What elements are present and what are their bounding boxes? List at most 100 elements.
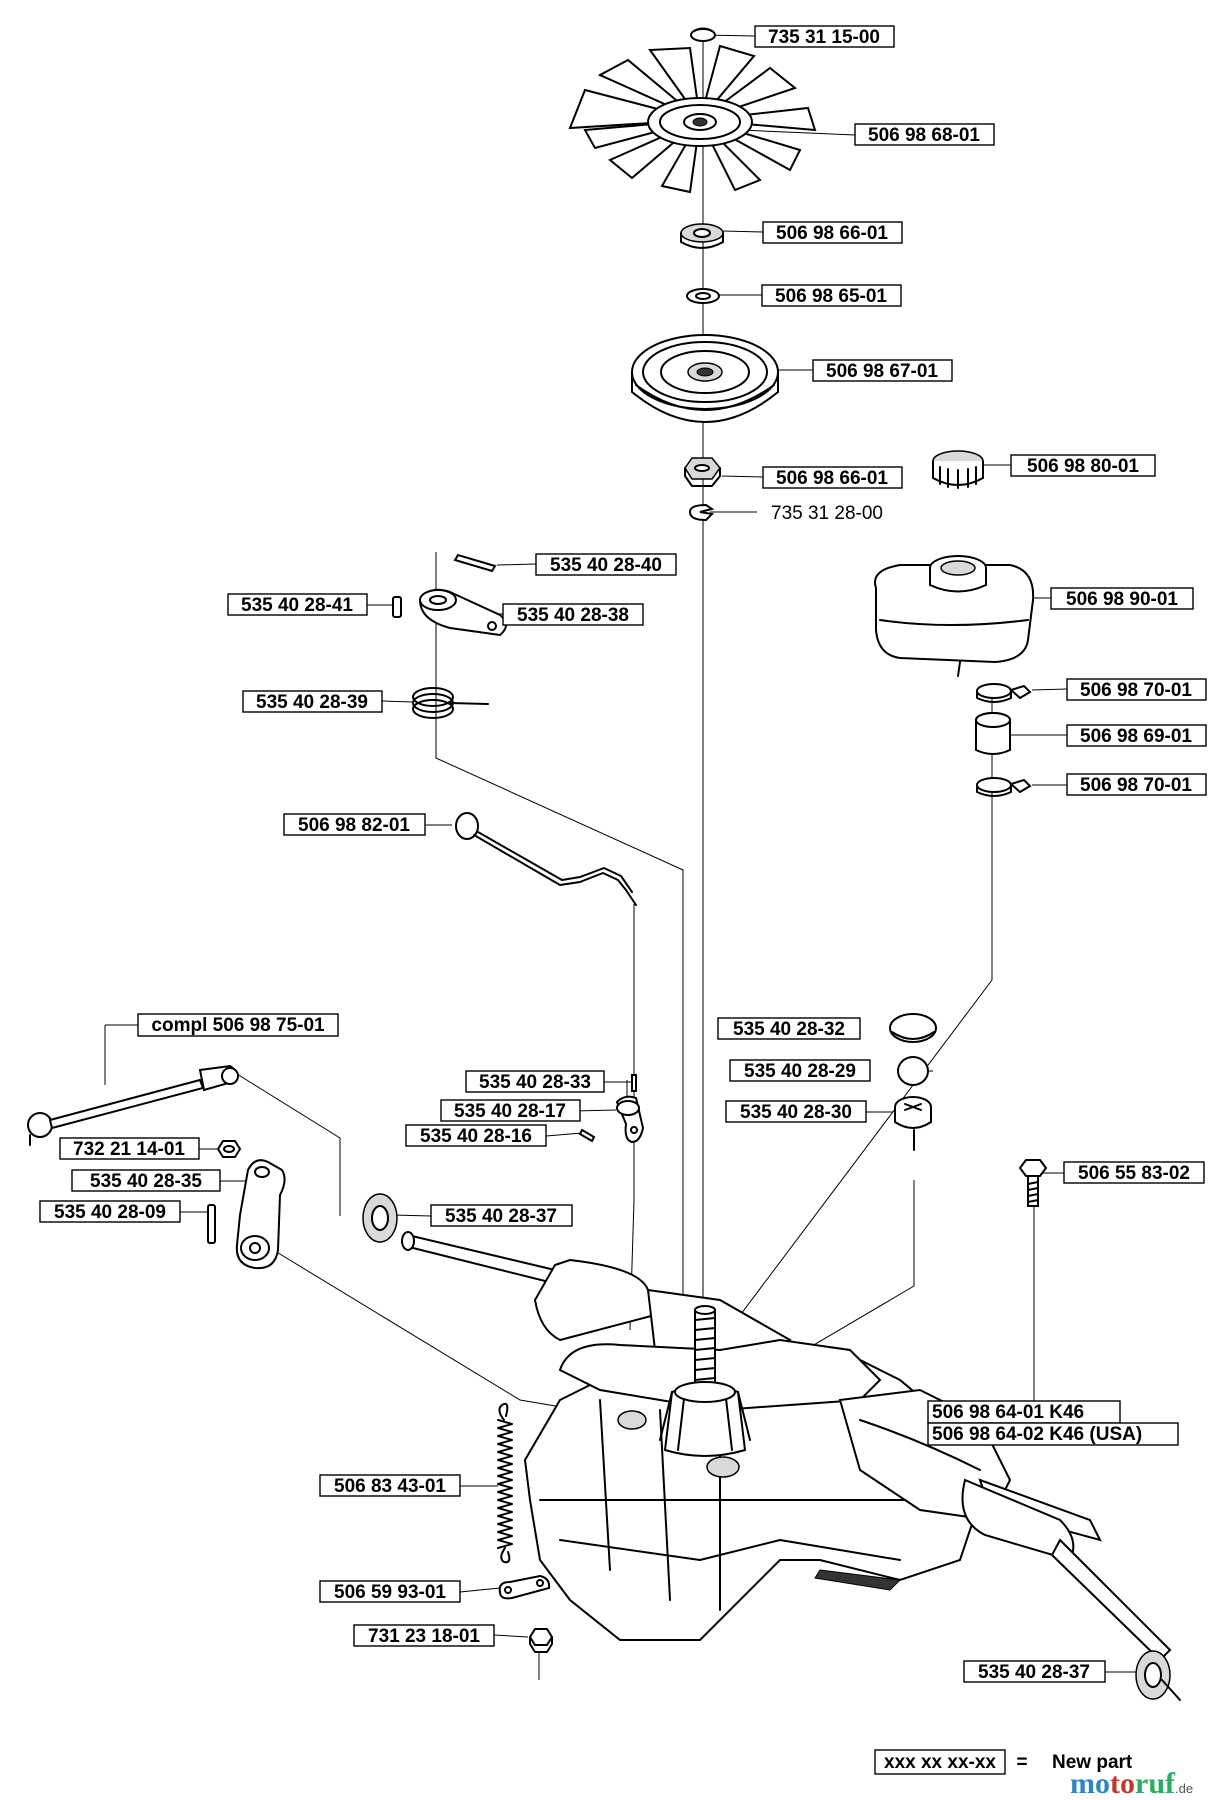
svg-text:506 98 67-01: 506 98 67-01 <box>826 361 938 382</box>
label-506-98-64-02-k46-usa: 506 98 64-02 K46 (USA) <box>927 1422 1179 1446</box>
legend-equals: = <box>1016 1752 1027 1773</box>
label-506-83-43-01: 506 83 43-01 <box>319 1474 461 1497</box>
bypass-arm <box>615 1095 645 1144</box>
label-506-59-93-01: 506 59 93-01 <box>319 1580 461 1603</box>
label-732-21-14-01: 732 21 14-01 <box>59 1137 200 1160</box>
hub-bushing-upper <box>680 223 724 249</box>
label-535-40-28-30: 535 40 28-30 <box>725 1100 867 1123</box>
label-506-98-66-01-upper: 506 98 66-01 <box>762 221 903 244</box>
lock-nut <box>216 1140 242 1158</box>
control-lever-arm <box>418 588 507 637</box>
retaining-clip <box>688 503 715 522</box>
label-535-40-28-41: 535 40 28-41 <box>227 593 368 616</box>
label-506-98-68-01: 506 98 68-01 <box>854 123 995 146</box>
svg-text:506 98 66-01: 506 98 66-01 <box>776 468 888 489</box>
svg-text:535 40 28-35: 535 40 28-35 <box>90 1171 202 1192</box>
svg-text:compl 506 98 75-01: compl 506 98 75-01 <box>151 1015 325 1036</box>
pin-long <box>453 553 497 573</box>
svg-text:535 40 28-39: 535 40 28-39 <box>256 692 368 713</box>
hydrostatic-transaxle <box>401 1231 1172 1662</box>
svg-text:535 40 28-38: 535 40 28-38 <box>517 605 629 626</box>
label-535-40-28-37-right: 535 40 28-37 <box>963 1660 1106 1683</box>
label-735-31-28-00: 735 31 28-00 <box>771 503 883 524</box>
label-compl-506-98-75-01: compl 506 98 75-01 <box>137 1013 339 1037</box>
label-506-98-82-01: 506 98 82-01 <box>283 813 426 836</box>
legend-text: New part <box>1052 1752 1133 1773</box>
legend: xxx xx xx-xx = New part <box>874 1749 1133 1775</box>
svg-text:506 83 43-01: 506 83 43-01 <box>334 1476 446 1497</box>
torsion-spring <box>412 687 489 719</box>
svg-text:506 98 70-01: 506 98 70-01 <box>1080 775 1192 796</box>
label-506-98-67-01: 506 98 67-01 <box>812 359 953 382</box>
control-rod <box>455 812 637 906</box>
pin-vertical <box>631 1074 637 1092</box>
cooling-fan <box>568 44 817 194</box>
svg-text:535 40 28-33: 535 40 28-33 <box>479 1072 591 1093</box>
label-506-98-69-01: 506 98 69-01 <box>1066 724 1207 747</box>
svg-text:506 98 69-01: 506 98 69-01 <box>1080 726 1192 747</box>
svg-text:535 40 28-29: 535 40 28-29 <box>744 1061 856 1082</box>
part-illustrations <box>27 27 1181 1701</box>
linkage-rod-assembly <box>27 1064 239 1146</box>
svg-text:506 98 68-01: 506 98 68-01 <box>868 125 980 146</box>
label-535-40-28-33: 535 40 28-33 <box>465 1070 605 1093</box>
label-506-98-80-01: 506 98 80-01 <box>1010 454 1156 477</box>
dowel-pin <box>578 1128 596 1143</box>
svg-text:535 40 28-40: 535 40 28-40 <box>550 555 662 576</box>
hose-clamp-upper <box>976 683 1032 703</box>
label-535-40-28-29: 535 40 28-29 <box>729 1059 871 1082</box>
label-506-98-64-01-k46: 506 98 64-01 K46 <box>927 1400 1121 1424</box>
svg-text:735 31 15-00: 735 31 15-00 <box>768 27 880 48</box>
link-plate <box>498 1574 551 1600</box>
label-535-40-28-39: 535 40 28-39 <box>242 690 383 713</box>
svg-text:535 40 28-37: 535 40 28-37 <box>978 1662 1090 1683</box>
label-731-23-18-01: 731 23 18-01 <box>353 1624 495 1647</box>
svg-text:535 40 28-17: 535 40 28-17 <box>454 1101 566 1122</box>
pin-small <box>392 596 402 618</box>
hose-clamp-lower <box>976 777 1032 797</box>
svg-text:506 98 80-01: 506 98 80-01 <box>1027 456 1139 477</box>
adjuster-knob <box>894 1096 932 1151</box>
svg-text:506 98 64-01 K46: 506 98 64-01 K46 <box>932 1402 1084 1423</box>
extension-spring <box>497 1402 513 1564</box>
svg-text:735 31 28-00: 735 31 28-00 <box>771 503 883 524</box>
svg-text:535 40 28-37: 535 40 28-37 <box>445 1206 557 1227</box>
axle-seal-left <box>362 1193 398 1243</box>
label-506-98-70-01-upper: 506 98 70-01 <box>1066 678 1207 701</box>
svg-text:535 40 28-32: 535 40 28-32 <box>733 1019 845 1040</box>
label-535-40-28-16: 535 40 28-16 <box>405 1124 547 1147</box>
svg-text:506 98 90-01: 506 98 90-01 <box>1066 589 1178 610</box>
svg-text:motoruf.de: motoruf.de <box>1070 1767 1193 1800</box>
flange-nut <box>528 1628 554 1653</box>
drive-pulley <box>631 334 779 423</box>
svg-text:535 40 28-30: 535 40 28-30 <box>740 1102 852 1123</box>
label-535-40-28-38: 535 40 28-38 <box>502 603 644 626</box>
svg-text:535 40 28-09: 535 40 28-09 <box>54 1202 166 1223</box>
svg-text:731 23 18-01: 731 23 18-01 <box>368 1626 480 1647</box>
svg-text:535 40 28-16: 535 40 28-16 <box>420 1126 532 1147</box>
svg-text:506 98 82-01: 506 98 82-01 <box>298 815 410 836</box>
svg-text:506 98 65-01: 506 98 65-01 <box>775 286 887 307</box>
label-535-40-28-09: 535 40 28-09 <box>39 1200 181 1223</box>
oil-reservoir <box>874 555 1035 677</box>
legend-code: xxx xx xx-xx <box>884 1752 996 1773</box>
label-535-40-28-35: 535 40 28-35 <box>71 1169 221 1192</box>
part-labels: 735 31 15-00 506 98 68-01 506 98 66-01 5… <box>39 25 1207 1683</box>
axle-seal-right <box>1135 1650 1181 1701</box>
seal-disc <box>897 1056 929 1086</box>
washer <box>686 288 720 304</box>
svg-text:506 98 64-02 K46 (USA): 506 98 64-02 K46 (USA) <box>932 1424 1142 1445</box>
watermark-logo: motoruf.de <box>1070 1767 1193 1800</box>
label-535-40-28-37-left: 535 40 28-37 <box>430 1204 573 1227</box>
hose <box>975 712 1011 755</box>
svg-text:506 98 66-01: 506 98 66-01 <box>776 223 888 244</box>
pivot-lever <box>235 1159 286 1270</box>
label-506-98-65-01: 506 98 65-01 <box>761 284 902 307</box>
label-535-40-28-17: 535 40 28-17 <box>440 1099 581 1122</box>
label-506-55-83-02: 506 55 83-02 <box>1063 1161 1205 1184</box>
label-535-40-28-40: 535 40 28-40 <box>535 553 677 576</box>
label-535-40-28-32: 535 40 28-32 <box>717 1017 861 1040</box>
dust-plug <box>889 1013 937 1043</box>
label-506-98-66-01-lower: 506 98 66-01 <box>762 466 903 489</box>
